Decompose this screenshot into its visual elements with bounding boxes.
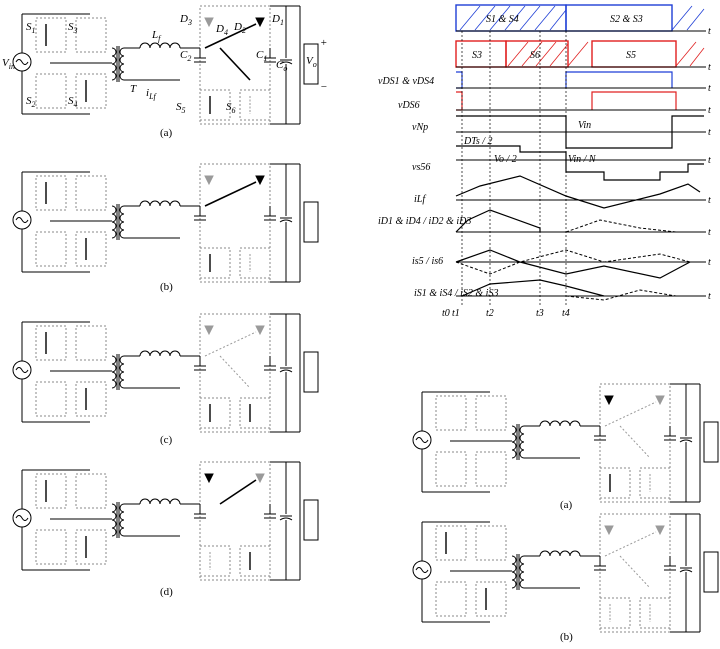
labels-circuit-a: Vin S1 S3 S2 S4 T Lf iLf D3 D1 D4 D2 C2 … <box>2 13 327 115</box>
svg-text:Vin: Vin <box>578 120 591 131</box>
svg-text:−: − <box>320 81 327 93</box>
diode-d2-path <box>219 47 251 81</box>
svg-text:C1: C1 <box>256 49 267 63</box>
diode-d4-path <box>204 23 257 49</box>
caption-circuit-e: (a) <box>560 499 573 511</box>
svg-text:t: t <box>708 62 711 73</box>
svg-text:is5 / is6: is5 / is6 <box>412 256 443 267</box>
svg-text:t: t <box>708 26 711 37</box>
bar-label-s2s3: S2 & S3 <box>610 14 643 25</box>
svg-text:Vo: Vo <box>306 55 317 69</box>
circuit-b <box>12 163 319 283</box>
circuit-e <box>412 383 719 503</box>
caption-circuit-b: (b) <box>160 281 173 293</box>
svg-text:S6: S6 <box>530 50 540 61</box>
svg-text:D2: D2 <box>233 21 246 35</box>
svg-text:iD1 & iD4 / iD2 & iD3: iD1 & iD4 / iD2 & iD3 <box>378 216 471 227</box>
svg-text:DTs / 2: DTs / 2 <box>463 136 493 147</box>
svg-text:t: t <box>708 105 711 116</box>
circuit-a <box>12 5 319 125</box>
bar-label-s1s4: S1 & S4 <box>486 14 519 25</box>
circuit-f <box>412 513 719 633</box>
svg-text:t: t <box>708 155 711 166</box>
svg-text:S3: S3 <box>472 50 482 61</box>
label-vin: V <box>2 57 10 69</box>
svg-text:vNp: vNp <box>412 122 428 133</box>
svg-text:t4: t4 <box>562 308 570 319</box>
svg-text:S5: S5 <box>626 50 636 61</box>
svg-text:t: t <box>708 195 711 206</box>
svg-text:Vin / N: Vin / N <box>568 154 597 165</box>
svg-text:S4: S4 <box>68 95 78 109</box>
svg-text:S2: S2 <box>26 95 36 109</box>
svg-text:Co: Co <box>276 59 287 73</box>
svg-text:t1: t1 <box>452 308 460 319</box>
svg-text:S6: S6 <box>226 101 236 115</box>
circuit-d <box>12 461 319 581</box>
svg-text:t: t <box>708 227 711 238</box>
svg-text:iLf: iLf <box>414 194 426 205</box>
svg-text:D4: D4 <box>215 23 228 37</box>
svg-text:t2: t2 <box>486 308 494 319</box>
label-t: T <box>130 83 137 95</box>
caption-circuit-a: (a) <box>160 127 173 139</box>
svg-text:D1: D1 <box>271 13 284 27</box>
svg-text:Vo / 2: Vo / 2 <box>494 154 517 165</box>
svg-text:Lf: Lf <box>151 29 162 43</box>
diode-d3-off <box>204 17 214 28</box>
timing-diagram: S1 & S4 S2 & S3 t S3 S6 S5 t vDS1 & vDS4… <box>378 4 711 319</box>
svg-text:t: t <box>708 291 711 302</box>
svg-text:S5: S5 <box>176 101 186 115</box>
svg-text:vs56: vs56 <box>412 162 430 173</box>
caption-circuit-c: (c) <box>160 434 173 446</box>
svg-text:iLf: iLf <box>146 87 158 101</box>
svg-text:t: t <box>708 127 711 138</box>
svg-text:t0: t0 <box>442 308 450 319</box>
caption-circuit-d: (d) <box>160 586 173 598</box>
row-label-vds6: vDS6 <box>398 100 420 111</box>
svg-text:Vin: Vin <box>2 57 15 71</box>
svg-text:iS1 & iS4 / iS2 & iS3: iS1 & iS4 / iS2 & iS3 <box>414 288 498 299</box>
svg-text:C2: C2 <box>180 49 191 63</box>
svg-text:S3: S3 <box>68 21 78 35</box>
svg-text:D3: D3 <box>179 13 192 27</box>
row-label-vds1: vDS1 & vDS4 <box>378 76 434 87</box>
svg-text:t3: t3 <box>536 308 544 319</box>
diode-d1-on <box>255 17 265 28</box>
caption-circuit-f: (b) <box>560 631 573 643</box>
svg-text:t: t <box>708 257 711 268</box>
svg-text:+: + <box>320 37 327 49</box>
circuit-c <box>12 313 319 433</box>
svg-text:t: t <box>708 83 711 94</box>
svg-text:S1: S1 <box>26 21 36 35</box>
